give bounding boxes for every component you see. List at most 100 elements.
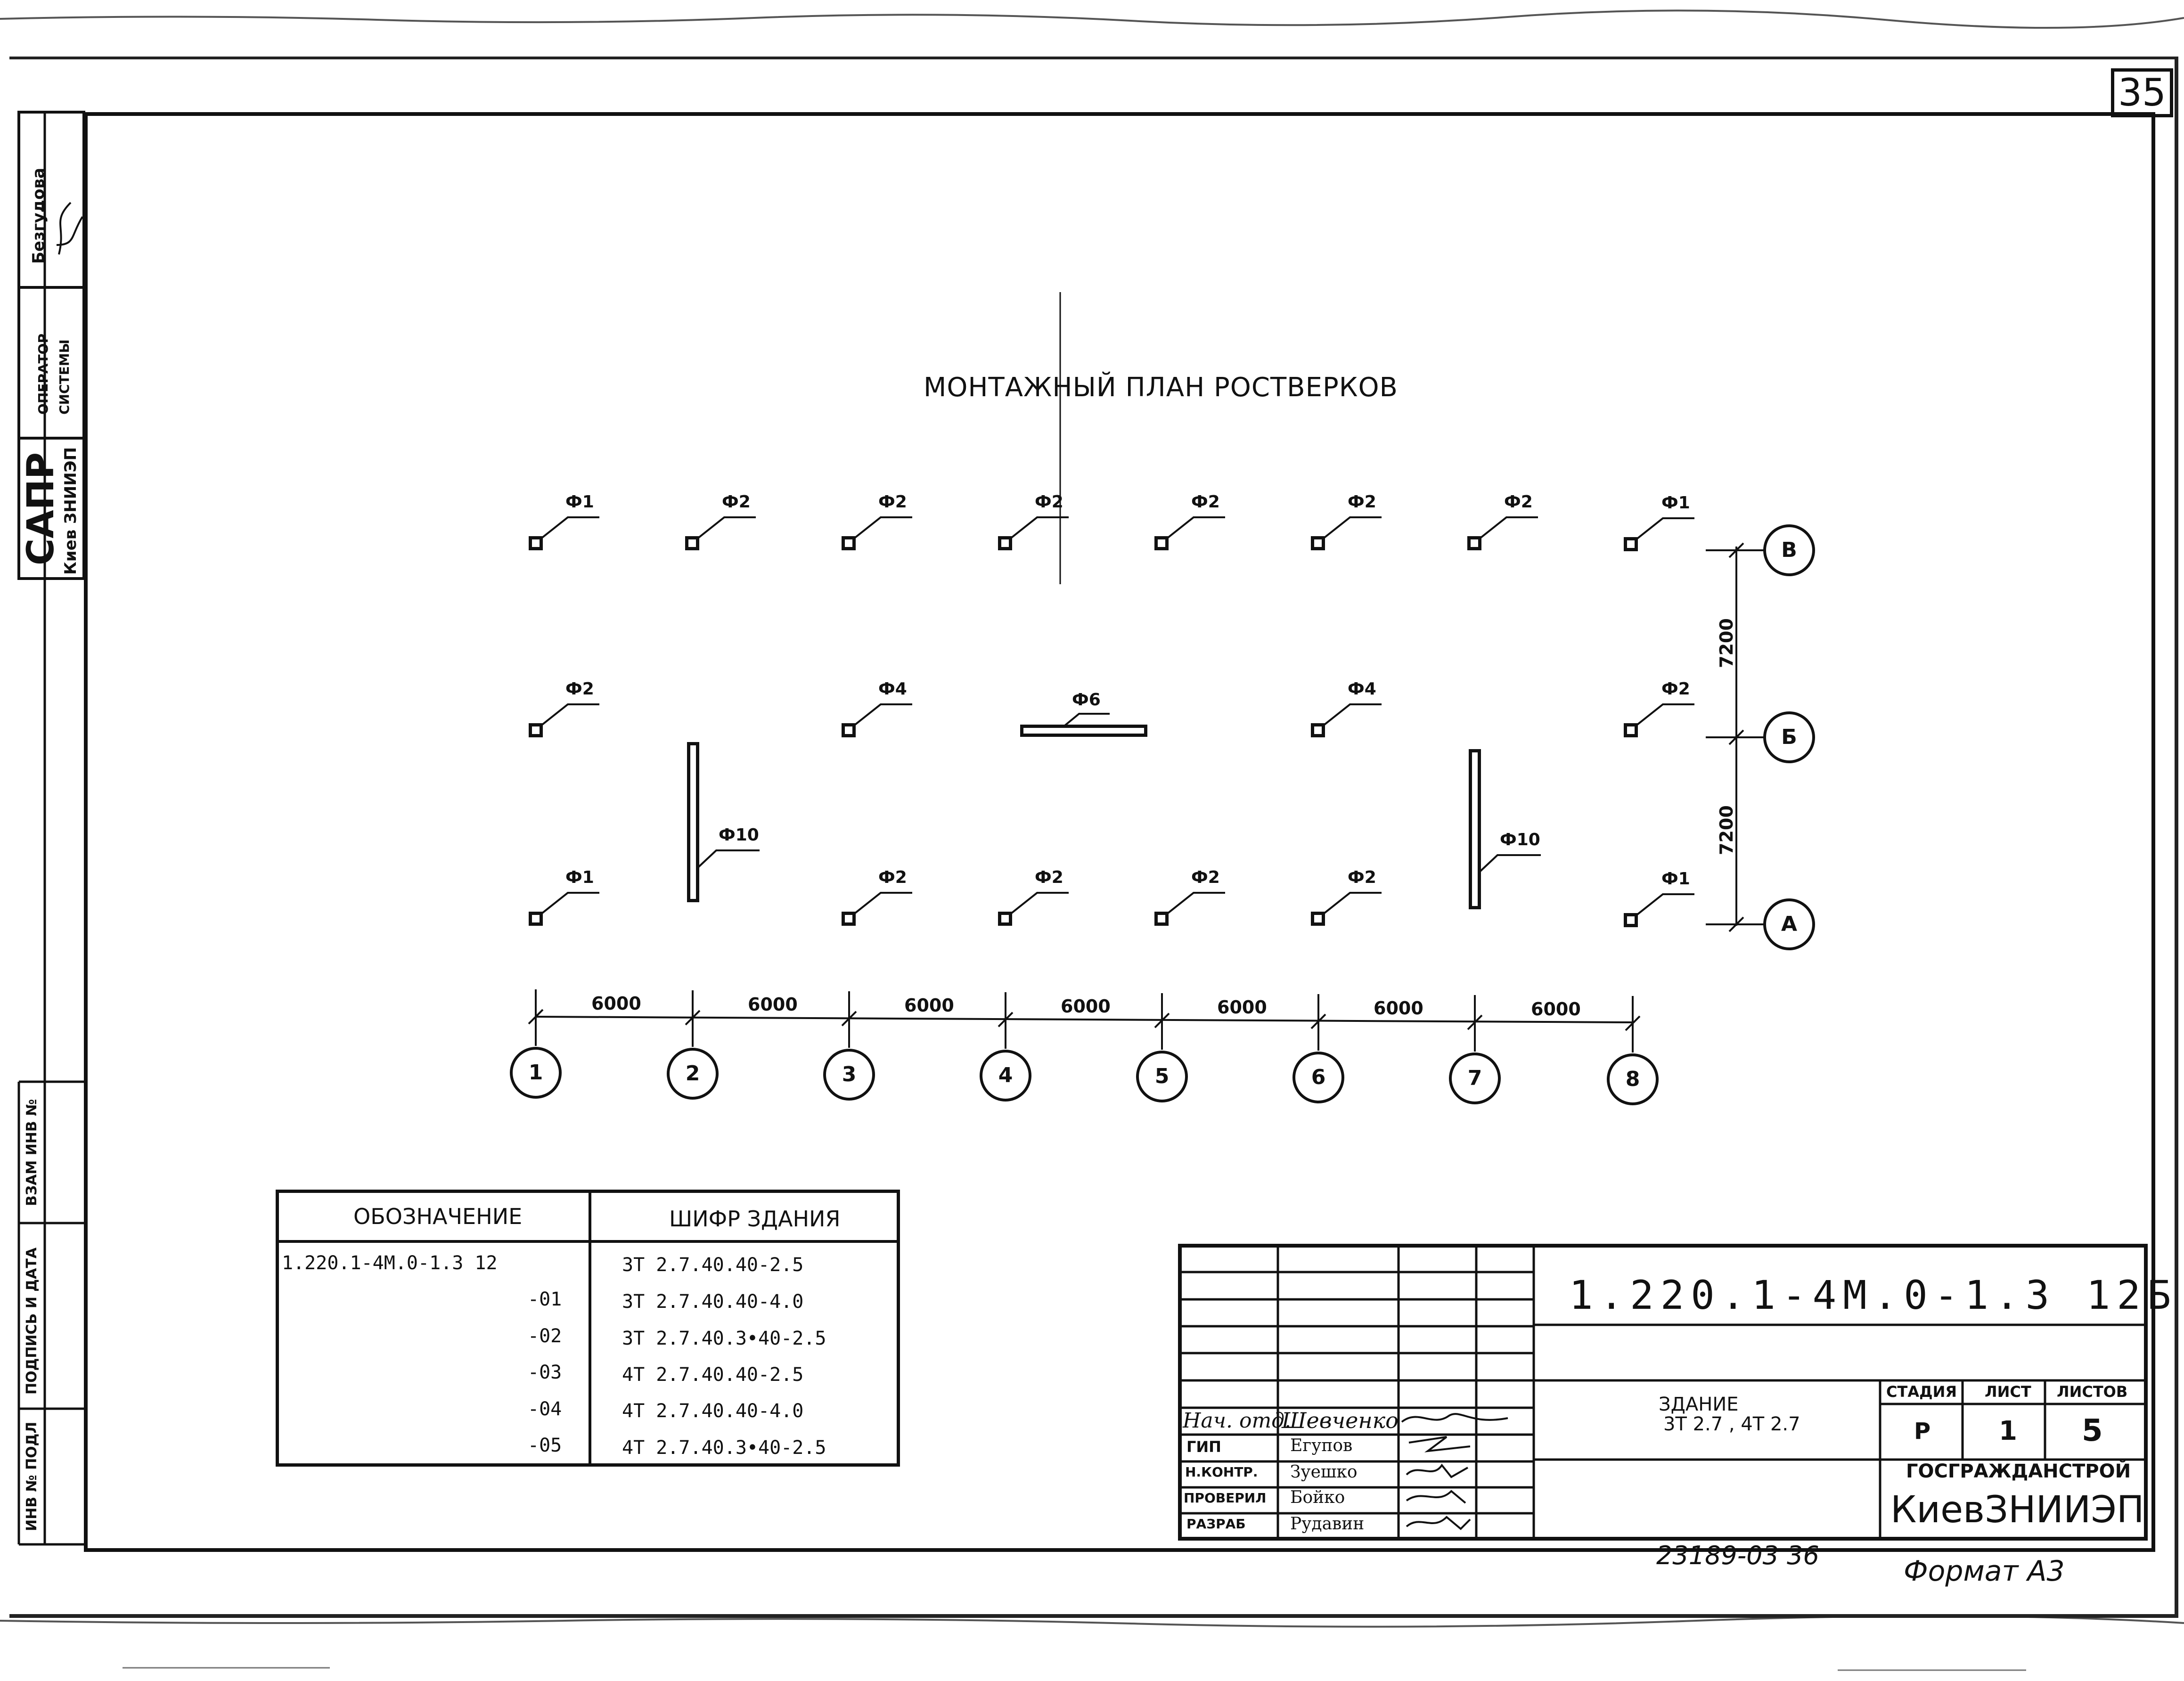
role-label: ГИП xyxy=(1186,1438,1221,1456)
pad-mark: Ф1 xyxy=(1661,869,1690,889)
designation-cell: -02 xyxy=(528,1325,562,1347)
foundation-wall xyxy=(687,742,699,902)
designation-cell: -05 xyxy=(528,1435,562,1456)
person-name: Егупов xyxy=(1290,1436,1353,1455)
person-name: Шевченко xyxy=(1282,1408,1399,1433)
axis-bubble: А xyxy=(1763,898,1815,950)
building-code-header: ШИФР ЗДАНИЯ xyxy=(669,1206,841,1232)
wall-mark: Ф10 xyxy=(719,825,759,845)
pad-mark: Ф6 xyxy=(1072,690,1101,710)
sheet-label: ЛИСТ xyxy=(1985,1383,2031,1401)
building-code-cell: 3Т 2.7.40.3•40-2.5 xyxy=(622,1328,826,1349)
foundation-pad xyxy=(1311,536,1325,550)
wall-mark: Ф10 xyxy=(1500,830,1540,849)
dimension-label: 6000 xyxy=(748,994,798,1015)
building-code-cell: 4Т 2.7.40.40-4.0 xyxy=(622,1400,804,1422)
pad-mark: Ф4 xyxy=(1348,679,1376,699)
foundation-pad xyxy=(1624,537,1638,551)
dimension-label: 7200 xyxy=(1716,618,1737,668)
building-code-cell: 4Т 2.7.40.40-2.5 xyxy=(622,1364,804,1386)
pad-mark: Ф2 xyxy=(1504,492,1533,512)
person-name: Бойко xyxy=(1290,1488,1345,1507)
stage-value: Р xyxy=(1914,1418,1931,1444)
sheet-outer-frame xyxy=(9,57,2178,1618)
designation-cell: -04 xyxy=(528,1398,562,1420)
role-label: ПРОВЕРИЛ xyxy=(1184,1490,1267,1506)
sapr-org: Киев ЗНИИЭП xyxy=(61,447,80,575)
dimension-label: 6000 xyxy=(904,995,954,1016)
building-code-cell: 3Т 2.7.40.40-2.5 xyxy=(622,1254,804,1276)
role-label: Нач. отд. xyxy=(1183,1409,1292,1433)
axis-bubble: 6 xyxy=(1292,1052,1344,1103)
person-name: Зуешко xyxy=(1290,1462,1358,1482)
dimension-label: 6000 xyxy=(591,993,641,1014)
pad-mark: Ф2 xyxy=(1348,868,1376,887)
pad-mark: Ф4 xyxy=(878,679,907,699)
axis-bubble: 4 xyxy=(980,1050,1031,1102)
axis-bubble: Б xyxy=(1763,711,1815,763)
pad-mark: Ф2 xyxy=(1035,868,1063,887)
axis-bubble: 8 xyxy=(1607,1053,1659,1105)
foundation-pad xyxy=(998,536,1012,550)
foundation-beam xyxy=(1020,725,1147,737)
designation-header: ОБОЗНАЧЕНИЕ xyxy=(353,1204,523,1229)
pad-mark: Ф1 xyxy=(565,492,594,512)
foundation-pad xyxy=(1311,723,1325,737)
axis-bubble: 3 xyxy=(823,1049,875,1101)
sheets-label: ЛИСТОВ xyxy=(2057,1383,2128,1401)
pad-mark: Ф2 xyxy=(1191,868,1220,887)
pad-mark: Ф2 xyxy=(565,679,594,699)
operator-label-2: СИСТЕМЫ xyxy=(57,339,72,415)
drawing-title: МОНТАЖНЫЙ ПЛАН РОСТВЕРКОВ xyxy=(924,372,1398,403)
pad-mark: Ф2 xyxy=(1035,492,1063,512)
page-number: 35 xyxy=(2111,68,2173,117)
axis-bubble: В xyxy=(1763,524,1815,576)
foundation-pad xyxy=(685,536,699,550)
foundation-pad xyxy=(842,536,856,550)
pad-mark: Ф1 xyxy=(1661,493,1690,513)
sheets-value: 5 xyxy=(2082,1413,2103,1448)
role-label: Н.КОНТР. xyxy=(1185,1464,1258,1480)
dimension-label: 6000 xyxy=(1531,999,1581,1020)
object-name-2: 3Т 2.7 , 4Т 2.7 xyxy=(1663,1413,1800,1435)
archive-number: 23189-03 36 xyxy=(1656,1541,1819,1570)
org-name-2: КиевЗНИИЭП xyxy=(1890,1489,2144,1531)
person-name: Рудавин xyxy=(1290,1514,1365,1534)
org-name: ГОСГРАЖДАНСТРОЙ xyxy=(1906,1461,2131,1482)
foundation-pad xyxy=(529,723,543,737)
building-code-cell: 3Т 2.7.40.40-4.0 xyxy=(622,1291,804,1313)
foundation-pad xyxy=(998,912,1012,926)
pad-mark: Ф2 xyxy=(1348,492,1376,512)
inv-podl-label: ИНВ № ПОДЛ xyxy=(24,1421,40,1531)
pad-mark: Ф2 xyxy=(722,492,751,512)
sheet-value: 1 xyxy=(1999,1416,2017,1446)
designation-cell: -01 xyxy=(528,1289,562,1310)
foundation-wall xyxy=(1469,749,1481,909)
operator-label: ОПЕРАТОР xyxy=(35,334,51,415)
foundation-pad xyxy=(842,912,856,926)
pad-mark: Ф1 xyxy=(565,868,594,887)
dimension-label: 7200 xyxy=(1716,805,1737,855)
pad-mark: Ф2 xyxy=(1191,492,1220,512)
pad-mark: Ф2 xyxy=(878,492,907,512)
designation-cell: -03 xyxy=(528,1362,562,1383)
axis-bubble: 5 xyxy=(1136,1051,1188,1102)
pad-mark: Ф2 xyxy=(878,868,907,887)
title-block xyxy=(1178,1244,2148,1541)
sheet-format: Формат А3 xyxy=(1904,1555,2065,1588)
designation-table xyxy=(276,1190,900,1467)
foundation-pad xyxy=(529,536,543,550)
foundation-pad xyxy=(529,912,543,926)
axis-bubble: 7 xyxy=(1449,1053,1501,1104)
drawing-frame xyxy=(84,112,2155,1552)
foundation-pad xyxy=(1154,912,1169,926)
foundation-pad xyxy=(1154,536,1169,550)
operator-name: Безгудова xyxy=(29,168,48,264)
document-code: 1.220.1-4М.0-1.3 12Б xyxy=(1569,1272,2178,1318)
podpis-label: ПОДПИСЬ И ДАТА xyxy=(24,1247,40,1395)
foundation-pad xyxy=(1624,723,1638,737)
role-label: РАЗРАБ xyxy=(1186,1516,1246,1532)
foundation-pad xyxy=(1624,913,1638,927)
object-name: ЗДАНИЕ xyxy=(1659,1394,1739,1415)
dimension-label: 6000 xyxy=(1217,997,1267,1018)
